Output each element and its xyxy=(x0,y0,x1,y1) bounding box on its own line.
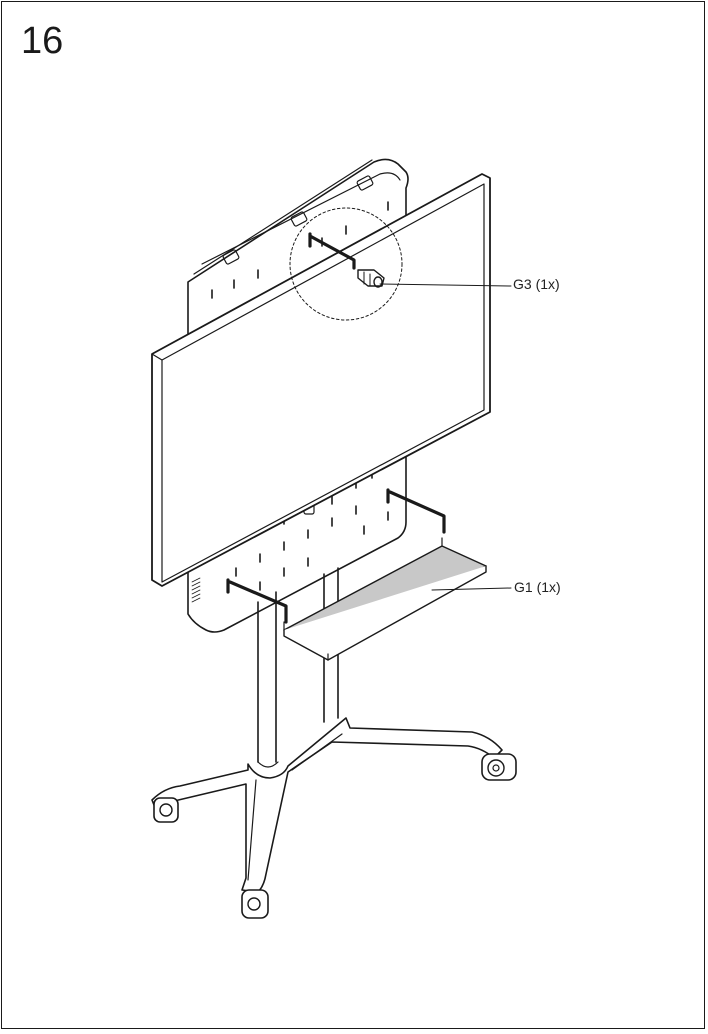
stand-base xyxy=(151,717,517,919)
leader-g1 xyxy=(431,587,512,591)
leader-g3 xyxy=(379,283,512,287)
display-screen xyxy=(151,173,491,587)
g3-bracket xyxy=(308,232,385,288)
detail-circle xyxy=(289,207,403,321)
callout-g1-label: G1 (1x) xyxy=(514,579,561,595)
callout-g3-label: G3 (1x) xyxy=(513,276,560,292)
step-number: 16 xyxy=(21,20,64,62)
